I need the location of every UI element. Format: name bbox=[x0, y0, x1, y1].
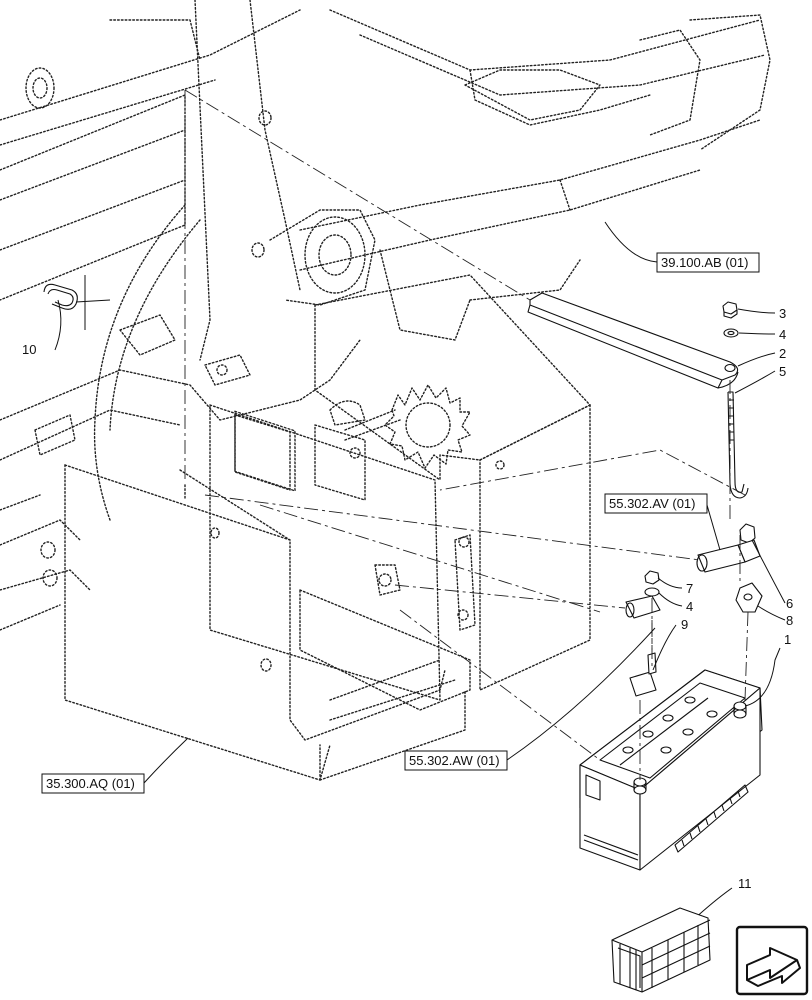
battery-disconnect-switch bbox=[384, 384, 471, 469]
callout-7: 7 bbox=[686, 581, 693, 596]
terminal-clamp-upper bbox=[696, 523, 761, 573]
ref-link-55-302-aw[interactable]: 55.302.AW (01) bbox=[404, 750, 508, 771]
callout-3: 3 bbox=[779, 306, 786, 321]
callout-4-upper: 4 bbox=[779, 327, 786, 342]
battery-part bbox=[579, 669, 763, 871]
svg-text:55.302.AV (01): 55.302.AV (01) bbox=[609, 496, 695, 511]
callout-2: 2 bbox=[779, 346, 786, 361]
wire-clip-part bbox=[43, 283, 111, 310]
washer-part bbox=[723, 328, 739, 338]
crate-kit-icon bbox=[611, 907, 711, 993]
alignment-lines bbox=[184, 89, 749, 780]
machine-frame bbox=[0, 0, 771, 631]
battery-hold-down-strap bbox=[527, 292, 739, 389]
svg-text:35.300.AQ (01): 35.300.AQ (01) bbox=[46, 776, 135, 791]
svg-text:55.302.AW (01): 55.302.AW (01) bbox=[409, 753, 500, 768]
negative-terminal-clamp bbox=[625, 595, 661, 697]
callout-9: 9 bbox=[681, 617, 688, 632]
ref-link-39-100-ab[interactable]: 39.100.AB (01) bbox=[656, 252, 760, 273]
battery-box bbox=[64, 274, 591, 781]
callout-11: 11 bbox=[738, 876, 752, 891]
nut-lower-part bbox=[644, 570, 660, 597]
j-bolt-part bbox=[727, 391, 749, 499]
svg-text:39.100.AB (01): 39.100.AB (01) bbox=[661, 255, 748, 270]
nut-part bbox=[722, 301, 738, 319]
callout-5: 5 bbox=[779, 364, 786, 379]
callout-6: 6 bbox=[786, 596, 793, 611]
ref-link-35-300-aq[interactable]: 35.300.AQ (01) bbox=[41, 773, 145, 794]
terminal-clamp-lower bbox=[735, 582, 763, 613]
callout-numbers: 3 4 2 5 6 8 7 4 9 1 10 11 bbox=[22, 306, 793, 891]
callout-1: 1 bbox=[784, 632, 791, 647]
ref-link-55-302-av[interactable]: 55.302.AV (01) bbox=[604, 493, 708, 514]
callout-10: 10 bbox=[22, 342, 36, 357]
next-page-arrow-icon[interactable] bbox=[735, 925, 809, 996]
callout-4-lower: 4 bbox=[686, 599, 693, 614]
callout-8: 8 bbox=[786, 613, 793, 628]
